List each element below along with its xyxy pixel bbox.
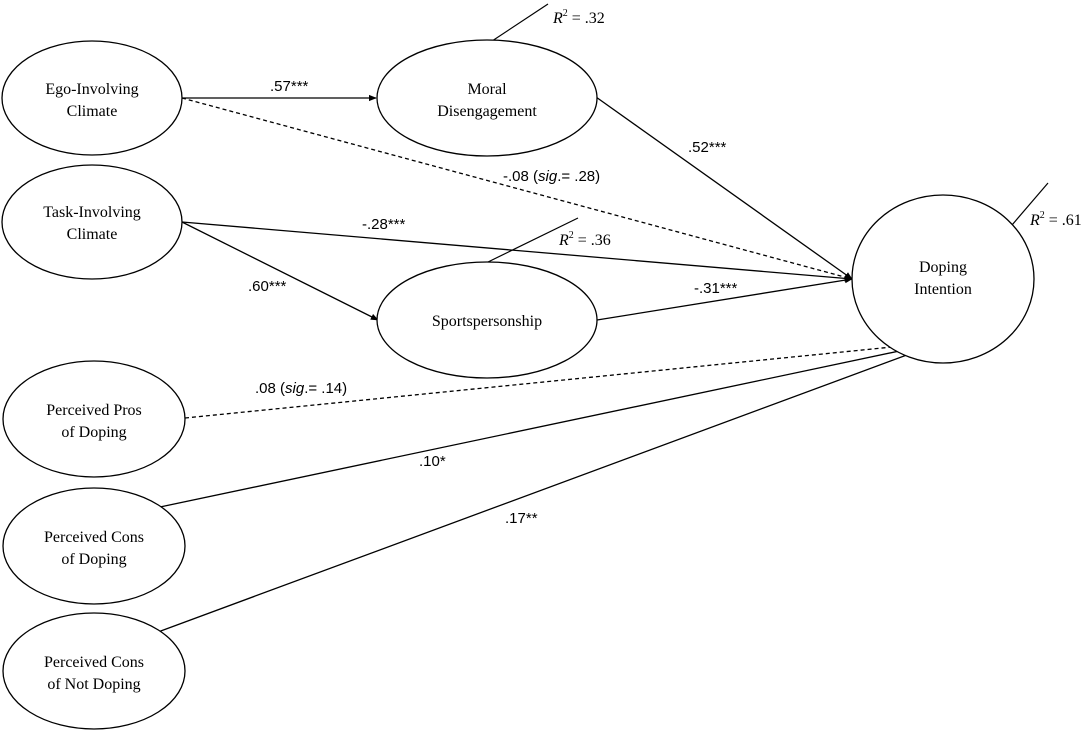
coef-cons-doping: .10* — [419, 453, 446, 470]
r2-value: = .32 — [568, 10, 605, 27]
r2-tick-sport — [487, 217, 579, 263]
coef-task-doping: -.28*** — [362, 216, 406, 233]
r2-symbol: R — [1029, 212, 1040, 229]
r2-exponent: 2 — [563, 8, 568, 19]
node-label-line1: Perceived Cons — [44, 654, 144, 671]
coef-consnot-doping: .17** — [505, 510, 538, 527]
r2-tick-doping — [1005, 182, 1049, 233]
node-doping-intention: Doping Intention — [851, 194, 1035, 364]
coef-pros-doping-sig: sig — [285, 380, 305, 397]
coef-ego-doping: -.08 (sig.= .28) — [503, 168, 600, 185]
node-label-line1: Sportspersonship — [432, 313, 542, 330]
edge-sport-doping — [596, 276, 853, 321]
edge-moral-doping — [595, 96, 853, 280]
edge-task-sport — [181, 221, 379, 321]
edge-pros-doping — [184, 339, 943, 419]
r2-value: = .61 — [1045, 212, 1082, 229]
r2-symbol: R — [558, 232, 569, 249]
node-label-line1: Perceived Cons — [44, 529, 144, 546]
node-label-line2: of Not Doping — [47, 676, 140, 693]
coef-moral-doping: .52*** — [688, 139, 727, 156]
node-task-involving-climate: Task-Involving Climate — [1, 164, 183, 280]
node-perceived-cons-of-doping: Perceived Cons of Doping — [2, 487, 186, 605]
coef-pros-doping: .08 (sig.= .14) — [255, 380, 347, 397]
coef-sport-doping: -.31*** — [694, 280, 738, 297]
r2-label-moral: R2 = .32 — [552, 8, 605, 27]
coef-ego-doping-sig: sig — [538, 168, 558, 185]
node-ego-involving-climate: Ego-Involving Climate — [1, 40, 183, 156]
node-label-line2: of Doping — [61, 424, 126, 441]
node-perceived-cons-of-not-doping: Perceived Cons of Not Doping — [2, 612, 186, 730]
node-label-line2: Climate — [67, 103, 118, 120]
edge-task-doping — [181, 221, 853, 282]
node-label-line1: Task-Involving — [43, 204, 141, 221]
coef-pros-doping-value: .08 ( — [255, 380, 285, 397]
node-label-line1: Moral — [467, 81, 507, 98]
r2-tick-moral — [485, 3, 549, 46]
edge-ego-doping — [181, 97, 853, 281]
r2-label-doping: R2 = .61 — [1029, 210, 1082, 229]
node-label-line2: Intention — [914, 281, 972, 298]
coef-task-sport: .60*** — [248, 278, 287, 295]
node-label-line2: Disengagement — [437, 103, 537, 120]
coef-ego-moral: .57*** — [270, 78, 309, 95]
coef-ego-doping-value: -.08 ( — [503, 168, 538, 185]
edge-consnot-doping — [157, 341, 943, 633]
node-label-line1: Perceived Pros — [46, 402, 142, 419]
coef-ego-doping-p: .= .28) — [557, 168, 600, 185]
r2-value: = .36 — [574, 232, 611, 249]
node-sportspersonship: Sportspersonship — [376, 261, 598, 379]
node-moral-disengagement: Moral Disengagement — [376, 39, 598, 157]
coef-pros-doping-p: .= .14) — [304, 380, 347, 397]
r2-exponent: 2 — [569, 230, 574, 241]
r2-symbol: R — [552, 10, 563, 27]
node-label-line2: of Doping — [61, 551, 126, 568]
node-label-line1: Ego-Involving — [45, 81, 138, 98]
r2-label-sport: R2 = .36 — [558, 230, 611, 249]
node-label-line2: Climate — [67, 226, 118, 243]
r2-exponent: 2 — [1040, 210, 1045, 221]
node-perceived-pros-of-doping: Perceived Pros of Doping — [2, 360, 186, 478]
node-label-line1: Doping — [919, 259, 967, 276]
edge-cons-doping — [159, 340, 943, 508]
